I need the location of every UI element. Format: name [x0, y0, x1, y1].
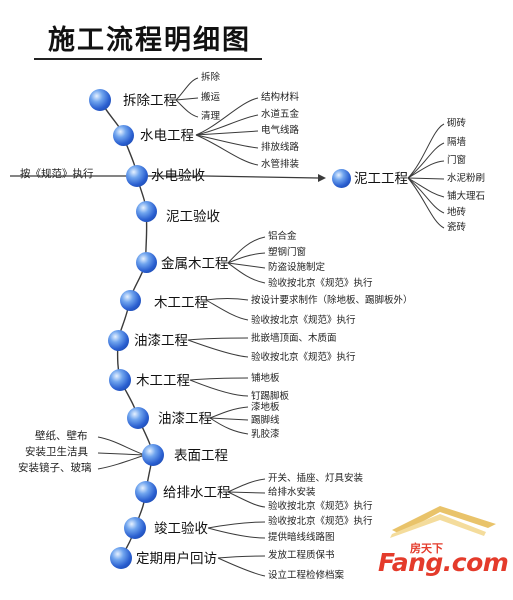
branch-detail: 地砖: [447, 207, 467, 218]
fan-carpentry-2: [189, 377, 249, 397]
step-marker: [142, 444, 164, 466]
step-side-note: 安装镜子、玻璃: [18, 462, 92, 474]
step-detail: 电气线路: [261, 125, 300, 136]
step-label: 金属木工程: [161, 256, 229, 272]
step-label: 给排水工程: [163, 485, 231, 501]
step-label: 油漆工程: [134, 333, 188, 349]
fan-completion: [207, 521, 266, 539]
step-label: 水电工程: [140, 128, 194, 144]
step-side-note: 安装卫生洁具: [25, 446, 88, 458]
step-marker: [135, 481, 157, 503]
step-detail: 钉踢脚板: [251, 391, 290, 402]
logo-cn-text: 房天下: [410, 542, 443, 555]
branch-arrow-line: [204, 175, 319, 179]
step-label: 定期用户回访: [136, 551, 217, 567]
fan-plumbing-electric: [195, 97, 259, 166]
fan-metal-wood: [227, 236, 266, 284]
branch-arrowhead: [318, 174, 326, 182]
step-detail: 给排水安装: [268, 487, 316, 498]
fan-painting: [187, 337, 249, 358]
fan-masonry: [407, 123, 445, 229]
step-detail: 防盗设施制定: [268, 262, 326, 273]
step-detail: 搬运: [201, 92, 221, 103]
step-detail: 批嵌墙顶面、木质面: [251, 333, 337, 344]
fan-water: [227, 478, 266, 508]
step-detail: 铺地板: [251, 373, 280, 384]
step-detail: 塑钢门窗: [268, 247, 307, 258]
title-underline: [34, 58, 262, 60]
step-marker: [113, 125, 134, 146]
step-marker: [136, 201, 157, 222]
logo-wordmark: Fang.com: [378, 548, 509, 577]
step-marker: [120, 290, 141, 311]
step-side-note: 按《规范》执行: [20, 168, 94, 180]
step-detail: 乳胶漆: [251, 429, 280, 440]
fan-surface: [97, 436, 146, 470]
step-detail: 踢脚线: [251, 415, 280, 426]
step-marker: [109, 369, 131, 391]
step-marker: [89, 89, 111, 111]
step-detail: 发放工程质保书: [268, 550, 335, 561]
branch-detail: 铺大理石: [447, 191, 486, 202]
step-detail: 开关、插座、灯具安装: [268, 473, 364, 484]
fan-carpentry: [205, 298, 249, 321]
step-label: 水电验收: [151, 168, 205, 184]
step-marker: [332, 169, 351, 188]
step-label: 油漆工程: [158, 411, 212, 427]
step-label: 拆除工程: [123, 93, 177, 109]
branch-detail: 门窗: [447, 155, 467, 166]
fang-logo: [390, 506, 496, 538]
step-side-note: 壁纸、壁布: [35, 430, 88, 442]
step-detail: 验收按北京《规范》执行: [251, 315, 356, 326]
step-detail: 漆地板: [251, 402, 280, 413]
step-label: 表面工程: [174, 448, 228, 464]
step-detail: 验收按北京《规范》执行: [251, 352, 356, 363]
step-detail: 提供暗线线路图: [268, 532, 335, 543]
step-detail: 拆除: [201, 72, 221, 83]
branch-label: 泥工工程: [354, 171, 408, 187]
step-detail: 验收按北京《规范》执行: [268, 516, 373, 527]
step-label: 木工工程: [154, 295, 208, 311]
branch-detail: 瓷砖: [447, 222, 467, 233]
step-label: 竣工验收: [154, 521, 208, 537]
step-detail: 排放线路: [261, 142, 300, 153]
step-detail: 按设计要求制作（除地板、踢脚板外）: [251, 295, 413, 306]
branch-detail: 砌砖: [447, 118, 467, 129]
step-detail: 清理: [201, 111, 221, 122]
branch-detail: 水泥粉刷: [447, 173, 486, 184]
step-label: 泥工验收: [166, 209, 220, 225]
step-marker: [126, 165, 148, 187]
branch-detail: 隔墙: [447, 137, 467, 148]
step-detail: 设立工程检修档案: [268, 570, 345, 581]
step-detail: 验收按北京《规范》执行: [268, 278, 373, 289]
step-detail: 水管排装: [261, 159, 300, 170]
step-label: 木工工程: [136, 373, 190, 389]
step-marker: [110, 547, 132, 569]
fan-demolition: [175, 77, 199, 118]
step-marker: [108, 330, 129, 351]
fan-followup: [217, 555, 266, 577]
step-detail: 铝合金: [268, 231, 297, 242]
step-marker: [127, 407, 149, 429]
step-detail: 验收按北京《规范》执行: [268, 501, 373, 512]
step-marker: [124, 517, 146, 539]
page-title: 施工流程明细图: [48, 25, 251, 56]
fan-painting-2: [209, 406, 249, 435]
step-detail: 水道五金: [261, 109, 300, 120]
step-detail: 结构材料: [261, 92, 300, 103]
step-marker: [136, 252, 157, 273]
